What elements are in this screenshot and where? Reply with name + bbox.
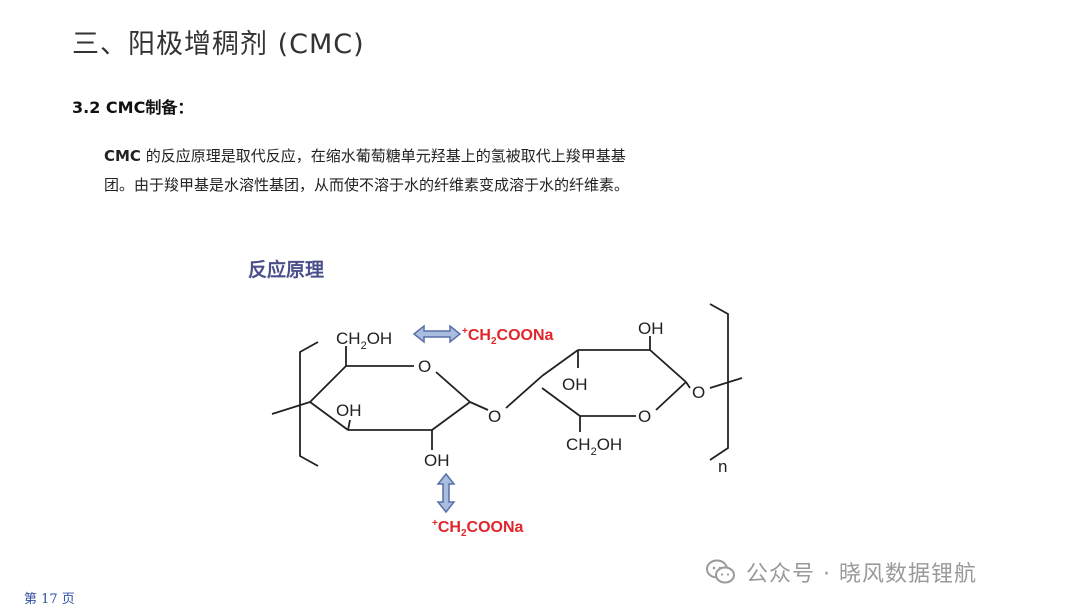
carboxymethyl-substituent-2: +CH2COONa [432, 518, 524, 539]
section-heading: 3.2 CMC制备： [72, 98, 194, 117]
page-number: 第 17 页 [24, 592, 75, 607]
left-glucose-ring [309, 346, 489, 450]
ch2oh-group-2: CH2OH [566, 435, 622, 458]
left-chain-bond [271, 401, 311, 415]
watermark-text: 公众号 · 晓风数据锂航 [746, 562, 977, 587]
hydroxyl-3: OH [562, 375, 588, 394]
paragraph-lead: CMC [104, 147, 141, 165]
paragraph-line-2: 团。由于羧甲基是水溶性基团，从而使不溶于水的纤维素变成溶于水的纤维素。 [104, 176, 630, 194]
hydroxyl-4: OH [638, 319, 664, 338]
ch2oh-group-1: CH2OH [336, 329, 392, 352]
end-oxygen: O [692, 383, 705, 402]
right-chain-bond [709, 377, 743, 389]
left-bracket [299, 341, 319, 467]
double-arrow-vertical-icon [436, 472, 456, 514]
diagram-label: 反应原理 [248, 259, 325, 281]
hydroxyl-1: OH [336, 401, 362, 420]
hydroxyl-2: OH [424, 451, 450, 470]
bridge-oxygen: O [488, 407, 501, 426]
wechat-icon [706, 559, 735, 584]
explanation-paragraph: CMC 的反应原理是取代反应，在缩水葡萄糖单元羟基上的氢被取代上羧甲基基 团。由… [104, 142, 744, 200]
ring-oxygen-2: O [638, 407, 651, 426]
ring-oxygen-1: O [418, 357, 431, 376]
right-glucose-ring [505, 336, 691, 432]
repeat-subscript-n: n [718, 457, 727, 476]
page-title: 三、阳极增稠剂 (CMC) [72, 29, 365, 60]
double-arrow-horizontal-icon [412, 324, 462, 344]
carboxymethyl-substituent-1: +CH2COONa [462, 326, 554, 347]
right-bracket [709, 303, 729, 461]
paragraph-line-1: 的反应原理是取代反应，在缩水葡萄糖单元羟基上的氢被取代上羧甲基基 [140, 147, 626, 165]
watermark: 公众号 · 晓风数据锂航 [706, 556, 977, 588]
